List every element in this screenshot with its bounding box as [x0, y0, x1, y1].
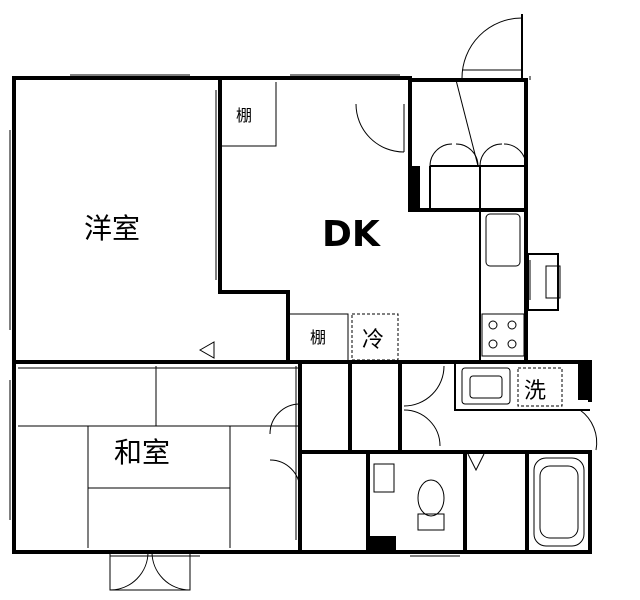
corridor-doors[interactable]	[403, 365, 598, 472]
exterior-fixture	[527, 253, 561, 311]
column-block	[578, 362, 590, 400]
shelf-top: 棚	[222, 82, 277, 147]
closet-doors[interactable]	[429, 79, 527, 167]
room-label-western: 洋室	[84, 212, 140, 245]
kitchen-counter	[481, 213, 525, 357]
washbasin	[461, 367, 511, 405]
column-block	[370, 536, 396, 552]
tatami-lines	[18, 366, 298, 548]
fridge-label: 冷	[362, 328, 384, 353]
toilet	[373, 463, 445, 531]
shelf-bottom-label: 棚	[310, 328, 326, 347]
room-label-japanese: 和室	[114, 436, 170, 469]
bathtub	[533, 457, 585, 547]
interior-walls	[12, 78, 592, 554]
entry-door[interactable]	[461, 14, 523, 79]
western-room-door[interactable]	[198, 90, 217, 359]
dk-door[interactable]	[355, 103, 405, 153]
windows	[9, 74, 531, 557]
room-label-dk: DK	[322, 214, 381, 255]
shelf-bottom: 棚	[290, 313, 349, 360]
japanese-room-door[interactable]	[109, 551, 191, 591]
washer-label: 洗	[524, 379, 546, 404]
shelf-top-label: 棚	[236, 106, 252, 125]
closets	[269, 366, 301, 540]
column-block	[410, 166, 420, 210]
fridge: 冷	[351, 313, 399, 361]
washer: 洗	[517, 367, 563, 407]
